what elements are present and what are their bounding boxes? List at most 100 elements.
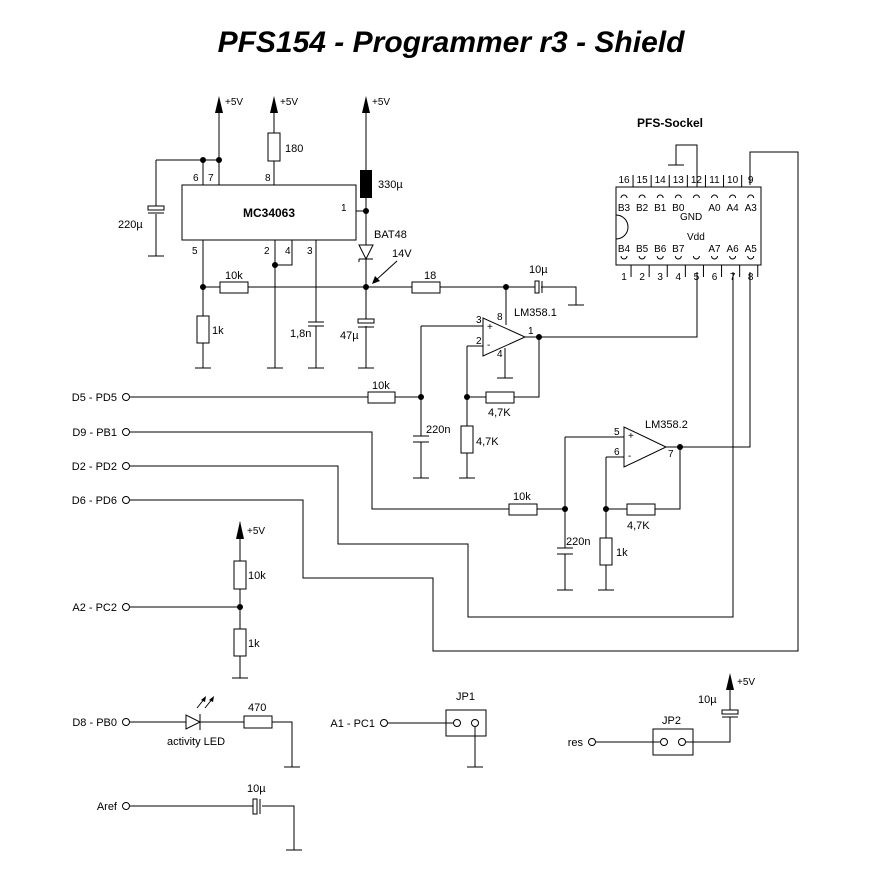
svg-text:1: 1	[528, 326, 534, 337]
label-jp1: JP1	[456, 691, 475, 703]
inductor-330u	[360, 170, 372, 198]
resistor-10k-pd5	[367, 391, 396, 404]
ic-pin-6: 6	[193, 173, 199, 184]
connector-pad[interactable]	[122, 393, 130, 401]
socket-gnd-label: GND	[680, 212, 702, 223]
resistor-1k-fb	[196, 315, 210, 344]
label-c-220n-1: 220n	[426, 424, 450, 436]
connector-terminal[interactable]: D2 - PD2	[72, 461, 130, 473]
connector-pad[interactable]	[122, 603, 130, 611]
socket-pin-marker	[674, 255, 682, 260]
socket-vdd-label: Vdd	[687, 232, 705, 243]
svg-text:3: 3	[476, 315, 482, 326]
ic-pin-1: 1	[341, 203, 347, 214]
connector-pad[interactable]	[122, 802, 130, 810]
opamp-lm358-2: + - 5 6 7	[614, 426, 674, 468]
jumper-jp1[interactable]	[445, 709, 487, 737]
connector-terminal[interactable]: D9 - PB1	[72, 427, 130, 439]
socket-pin-number: 7	[730, 272, 736, 283]
connector-pad[interactable]	[380, 719, 388, 727]
connector-pad[interactable]	[122, 428, 130, 436]
connector-label: D2 - PD2	[72, 461, 117, 473]
socket-pin-marker	[692, 194, 700, 199]
ic-pin-5: 5	[192, 246, 198, 257]
socket-signal-label: B5	[636, 244, 649, 255]
svg-text:+5V: +5V	[280, 97, 298, 108]
connector-label: D8 - PB0	[72, 717, 117, 729]
capacitor-10u-res	[721, 709, 739, 715]
svg-text:6: 6	[614, 447, 620, 458]
resistor-4k7-gnd1	[460, 425, 474, 454]
label-r-470: 470	[248, 702, 266, 714]
label-c-220n-2: 220n	[566, 536, 590, 548]
svg-text:+5V: +5V	[737, 677, 755, 688]
socket-pin-marker	[638, 194, 646, 199]
svg-text:-: -	[628, 451, 631, 462]
socket-pin-number: 9	[748, 175, 754, 186]
socket-signal-label: B2	[636, 203, 649, 214]
resistor-4k7-fb1	[485, 391, 515, 404]
connector-terminal[interactable]: D8 - PB0	[72, 717, 130, 729]
svg-text:+: +	[487, 322, 493, 333]
socket-pin-number: 2	[639, 272, 645, 283]
resistor-1k-gnd2	[599, 537, 613, 566]
label-r-180: 180	[285, 143, 303, 155]
connector-label: D6 - PD6	[72, 495, 117, 507]
socket-pin-marker	[711, 194, 718, 199]
socket-pin-number: 1	[621, 272, 627, 283]
connector-terminal[interactable]: D5 - PD5	[72, 392, 130, 404]
socket-pin-number: 5	[694, 272, 700, 283]
socket-pin-marker	[747, 194, 755, 199]
connector-label: A2 - PC2	[72, 602, 117, 614]
label-c-10u-res: 10µ	[698, 694, 717, 706]
socket-signal-label: A4	[726, 203, 739, 214]
connector-terminal[interactable]: Aref	[97, 801, 130, 813]
socket-pin-marker	[656, 194, 664, 199]
resistor-18	[411, 281, 441, 294]
label-lm358-1: LM358.1	[514, 307, 557, 319]
svg-text:7: 7	[668, 449, 674, 460]
socket-signal-label: B6	[654, 244, 667, 255]
ic-label: MC34063	[243, 206, 295, 220]
socket-pin-marker	[620, 255, 628, 260]
label-r-1k-pc2: 1k	[248, 638, 260, 650]
connector-label: res	[568, 737, 584, 749]
socket-pin-marker	[729, 194, 737, 199]
supply-arrow-5: +5V	[726, 673, 755, 690]
label-c-10u-top: 10µ	[529, 264, 548, 276]
label-jp2: JP2	[662, 715, 681, 727]
capacitor-10u-top	[534, 280, 540, 294]
socket-pin-marker	[674, 194, 682, 199]
resistor-4k7-fb2	[626, 503, 656, 516]
connector-pad[interactable]	[122, 496, 130, 504]
ic-pin-4: 4	[285, 246, 291, 257]
connector-terminal[interactable]: A1 - PC1	[330, 718, 388, 730]
resistor-1k-pc2	[233, 628, 247, 657]
connector-list: D5 - PD5 D9 - PB1 D2 - PD2 D6 - PD6 A2 - PC2…	[72, 392, 596, 813]
connector-terminal[interactable]: D6 - PD6	[72, 495, 130, 507]
label-r-1k-fb: 1k	[212, 325, 224, 337]
socket-signal-label: A6	[726, 244, 739, 255]
socket-pin-marker	[638, 255, 646, 260]
label-r-10k-pc2: 10k	[248, 570, 266, 582]
connector-pad[interactable]	[122, 462, 130, 470]
socket-pin-marker	[747, 255, 755, 260]
activity-led	[185, 696, 214, 730]
socket-pin-number: 3	[657, 272, 663, 283]
connector-pad[interactable]	[588, 738, 596, 746]
socket-pin-number: 4	[676, 272, 682, 283]
connector-label: A1 - PC1	[330, 718, 375, 730]
resistor-470	[243, 715, 273, 729]
svg-text:2: 2	[476, 336, 482, 347]
connector-pad[interactable]	[122, 718, 130, 726]
svg-text:+5V: +5V	[225, 97, 243, 108]
socket-signal-label: B7	[672, 244, 685, 255]
socket-pin-number: 8	[748, 272, 754, 283]
connector-terminal[interactable]: A2 - PC2	[72, 602, 130, 614]
supply-arrow-3: +5V	[362, 96, 390, 170]
connector-terminal[interactable]: res	[568, 737, 596, 749]
connector-label: Aref	[97, 801, 118, 813]
resistor-180	[267, 132, 281, 162]
